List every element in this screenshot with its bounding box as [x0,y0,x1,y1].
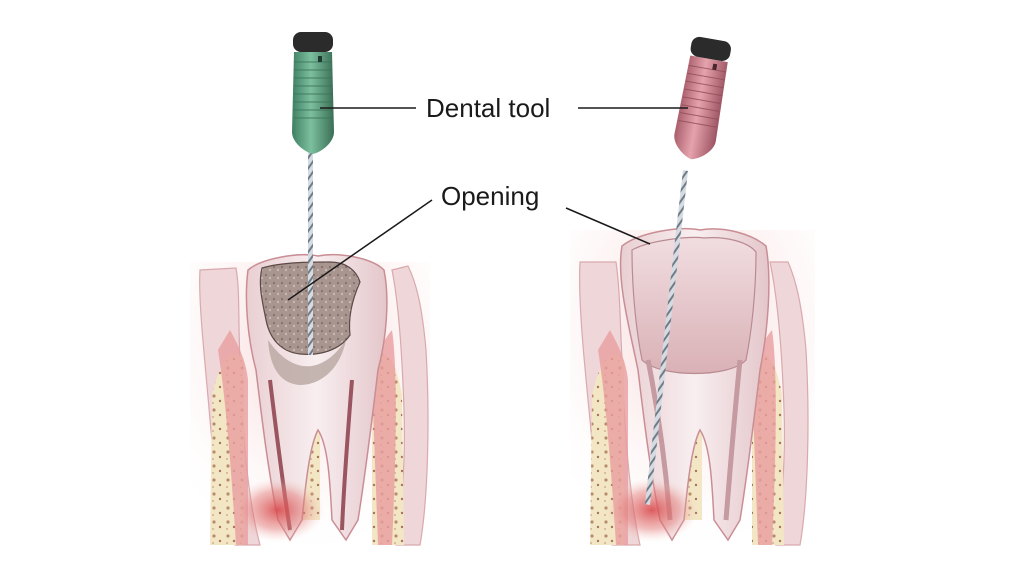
opening-label: Opening [441,181,539,211]
dental-tool-label: Dental tool [426,93,550,123]
right-file-shaft [645,170,688,505]
right-tool-grip-lines [678,64,727,128]
left-neighbor-tooth-b [391,265,429,546]
right-dental-tool [674,36,731,160]
left-dental-tool [292,32,334,154]
right-infection [606,478,698,542]
right-tool-cap [690,36,731,61]
left-gum-a [218,330,248,545]
left-tooth-illustration [190,254,430,552]
left-gum-b [372,330,396,545]
opening-leader-left [287,199,433,301]
left-file-shaft [308,150,313,355]
right-neighbor-tooth-b [769,261,809,546]
right-filled-crown [631,236,757,374]
left-tool-handle [292,52,334,154]
right-tool-slot [712,63,718,71]
left-canal-b [340,379,354,531]
left-tool-slot [318,56,322,62]
left-infection [232,478,324,542]
left-pulp-chamber [268,340,346,385]
left-tool-cap [293,32,333,52]
left-tool-grip-lines [294,61,332,119]
right-tooth-illustration [570,228,815,550]
opening-leader-right [565,207,651,245]
